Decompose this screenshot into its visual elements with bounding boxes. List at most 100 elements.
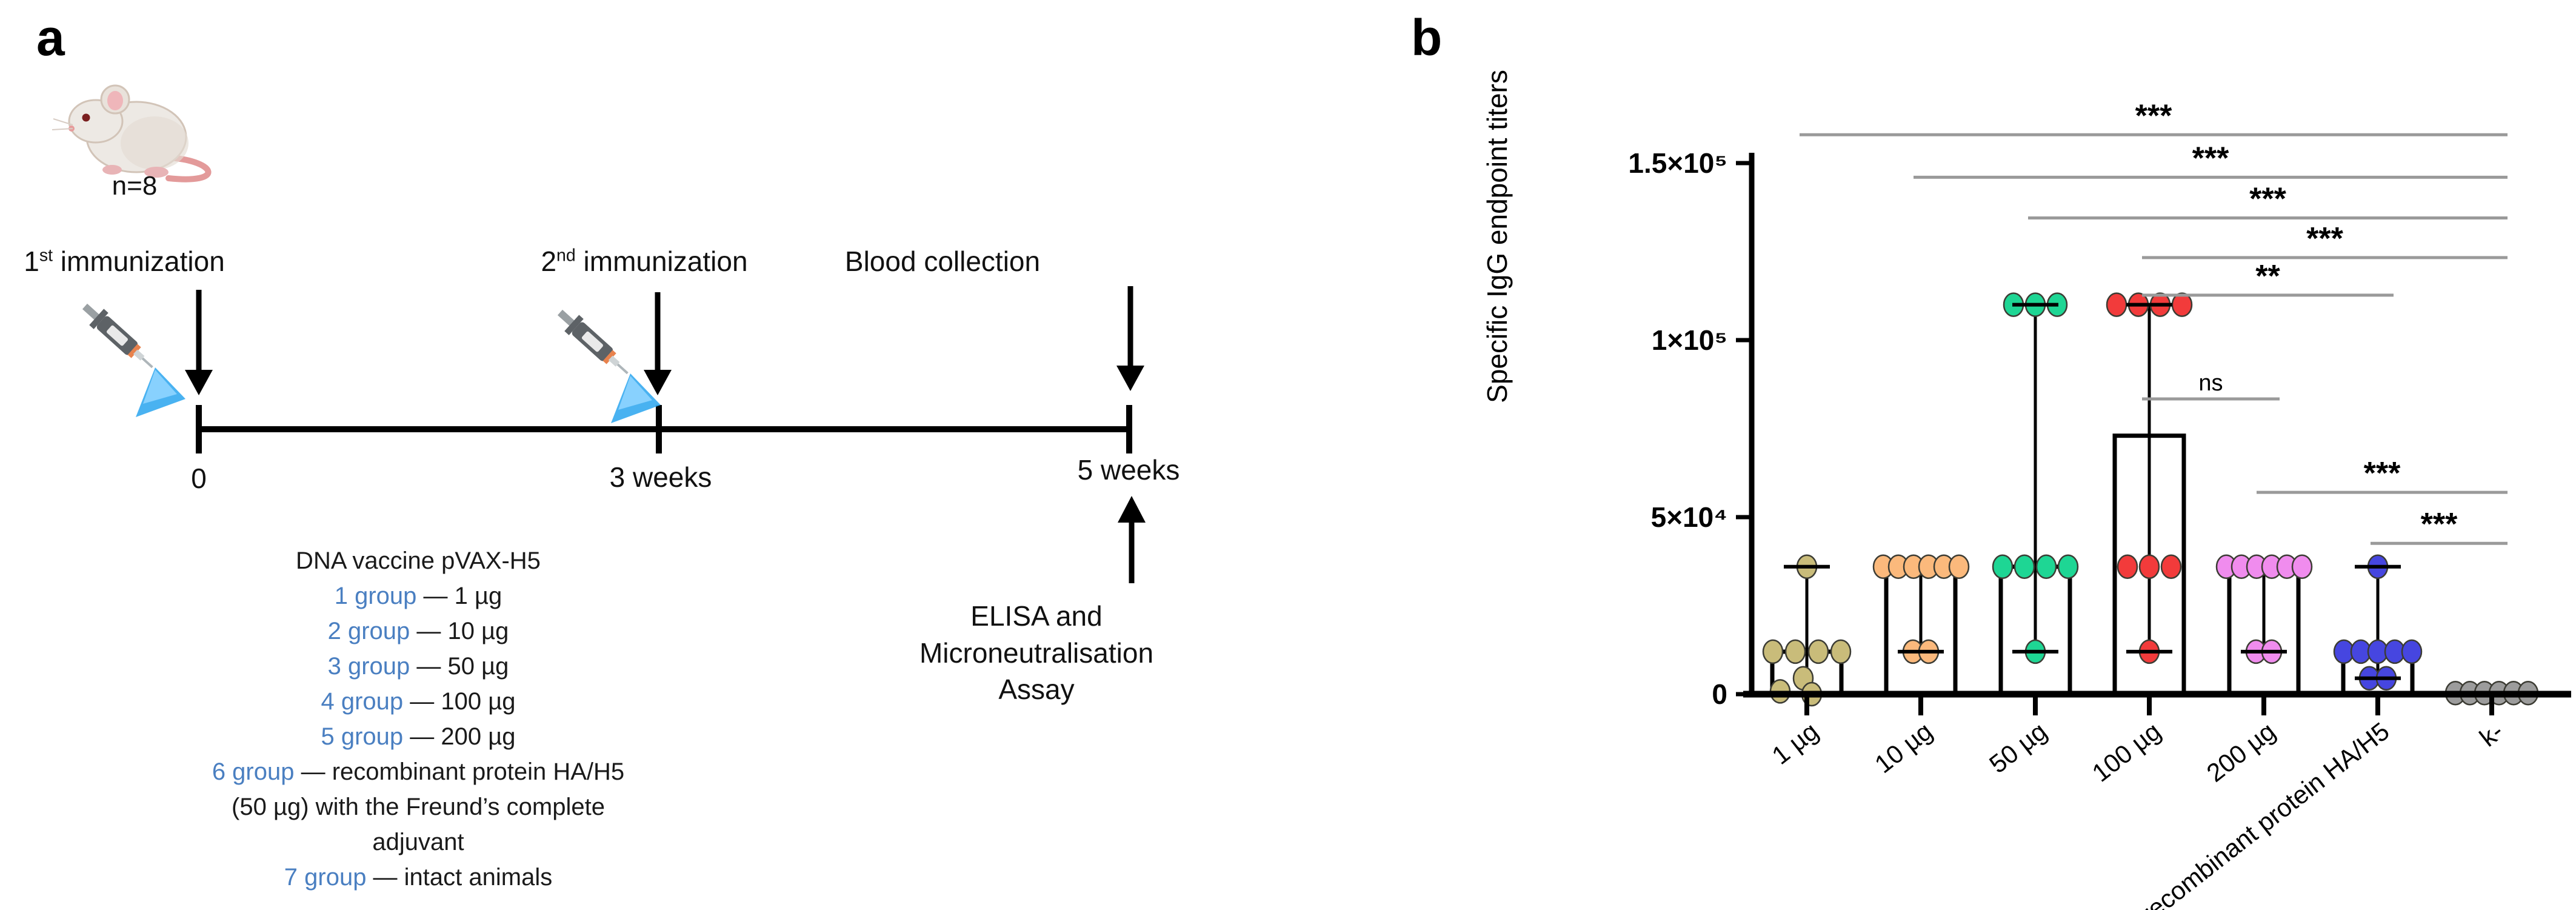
group-list-line: (50 µg) with the Freund’s complete [212,789,624,825]
y-axis-title: Specific IgG endpoint titers [1481,70,1513,403]
significance-label: *** [2135,98,2172,133]
data-point [1948,554,1970,580]
x-tick-label: 1 µg [1767,717,1824,770]
event-label-1st-immunization: 1st immunization [24,245,225,278]
assay-label: ELISA and Microneutralisation Assay [919,598,1153,708]
significance-label: ** [2255,259,2280,294]
data-point [1807,639,1829,664]
data-point [2057,554,2079,580]
group-desc: — 1 µg [423,583,502,609]
data-point [2291,554,2313,580]
x-tick-label: 200 µg [2201,717,2281,788]
mouse-whisker [52,128,73,130]
group-number: 6 group [212,758,301,785]
event-2-sup: nd [556,246,576,266]
mouse-eye [82,113,90,122]
event-label-blood-collection: Blood collection [844,246,1041,277]
data-point [1762,639,1784,664]
event-1-sup: st [39,246,53,266]
timeline-label-0: 0 [191,463,207,494]
group-number: 5 group [321,723,410,750]
arrow-1st-immunization [185,290,213,395]
event-1-num: 1 [24,246,39,277]
group-desc: DNA vaccine pVAX-H5 [296,547,541,574]
y-tick-label: 0 [1712,678,1727,710]
group-list-line: DNA vaccine pVAX-H5 [212,543,624,578]
group-desc: — 50 µg [416,653,509,680]
mouse-icon [52,84,212,182]
data-point [2014,554,2035,580]
group-number: 7 group [284,864,373,891]
group-list-line: adjuvant [212,825,624,860]
panel-b-label: b [1411,9,1443,66]
significance-label: *** [2306,221,2343,256]
group-list-line: 3 group — 50 µg [212,649,624,684]
arrow-2nd-immunization [644,292,672,395]
group-list-line: 1 group — 1 µg [212,578,624,614]
significance-label: *** [2192,141,2229,176]
arrow-assay [1118,496,1146,583]
data-point [2138,554,2160,580]
assay-line-1: ELISA and [970,600,1103,632]
significance-label: *** [2364,456,2401,491]
mouse-whisker [53,118,73,125]
group-desc: — 200 µg [410,723,516,750]
arrow-blood-collection [1116,286,1144,391]
timeline-label-3-weeks: 3 weeks [609,461,712,493]
assay-line-3: Assay [998,674,1075,706]
syringe-icon [557,309,629,375]
n-label: n=8 [112,171,158,201]
data-point [2160,554,2182,580]
x-tick-label: 100 µg [2087,717,2166,788]
group-list-line: 7 group — intact animals [212,860,624,895]
spray-inner [618,376,652,410]
syringe-icon [82,303,153,369]
panel-a-label: a [36,9,65,66]
group-desc: (50 µg) with the Freund’s complete [232,794,605,820]
significance-label: ns [2198,370,2223,396]
panel-a-graphics [52,84,1146,583]
group-desc: adjuvant [372,829,464,855]
x-tick-label: 50 µg [1984,717,2052,778]
group-list-line: 5 group — 200 µg [212,719,624,754]
assay-line-2: Microneutralisation [919,637,1154,669]
data-point [2117,554,2138,580]
significance-label: *** [2421,507,2458,542]
event-2-num: 2 [541,246,557,277]
group-desc: — 10 µg [416,618,509,644]
mouse-inner-ear [107,91,123,110]
event-label-2nd-immunization: 2nd immunization [541,245,747,278]
group-list-line: 4 group — 100 µg [212,684,624,719]
mouse-tail [165,155,212,182]
group-list-line: 6 group — recombinant protein HA/H5 [212,754,624,789]
spray-inner [143,370,177,404]
mouse-front-paw [102,165,122,175]
group-desc: — recombinant protein HA/H5 [301,758,625,785]
data-point [2106,292,2127,317]
group-number: 3 group [327,653,417,680]
group-desc: — intact animals [373,864,553,891]
y-tick-label: 5×10⁴ [1651,501,1727,533]
event-2-text: immunization [575,246,748,277]
group-number: 1 group [334,583,424,609]
y-tick-label: 1×10⁵ [1652,324,1727,356]
group-number: 4 group [321,688,410,715]
significance-label: *** [2249,182,2286,217]
timeline-label-5-weeks: 5 weeks [1077,454,1180,486]
group-number: 2 group [327,618,417,644]
data-point [1830,639,1852,664]
data-point [2401,639,2423,664]
group-desc: — 100 µg [410,688,516,715]
x-tick-label: k- [2474,717,2509,752]
data-point [1992,554,2014,580]
data-point [2035,554,2057,580]
igg-titer-chart: 0 5×10⁴ 1×10⁵ 1.5×10⁵ 1 µg 10 µg 50 µg 100 µg 20… [1628,98,2571,910]
x-tick-label: 10 µg [1869,717,1937,778]
mouse-hind-paw [144,167,169,178]
event-1-text: immunization [53,246,225,277]
group-list-line: 2 group — 10 µg [212,614,624,649]
y-tick-label: 1.5×10⁵ [1628,147,1727,179]
mouse-haunch [121,116,189,170]
